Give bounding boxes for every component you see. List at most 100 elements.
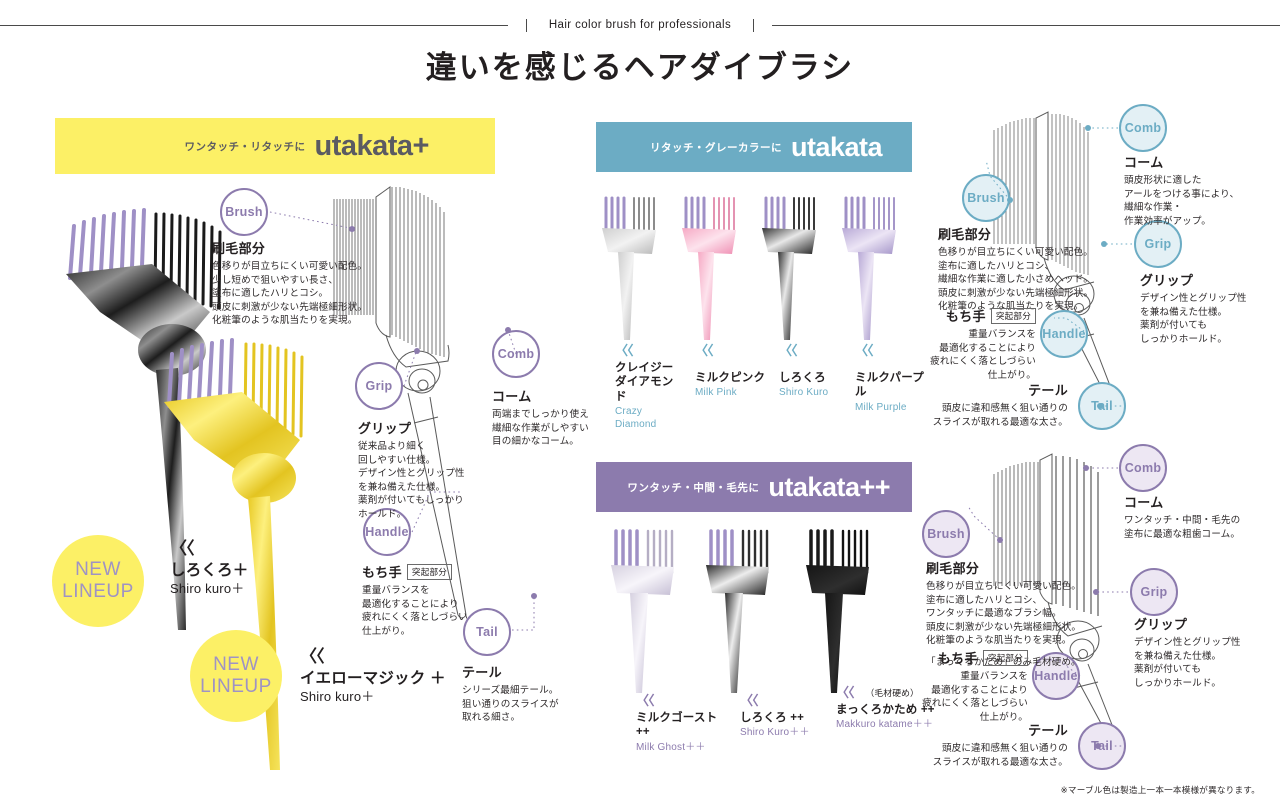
ribbon-tagline: Hair color brush for professionals <box>548 19 732 31</box>
caption-en: Milk Purple <box>855 401 907 413</box>
badge-brush-utakata[interactable]: Brush <box>962 174 1010 222</box>
product-caption-crazy-diamond: 〈〈 クレイジー ダイアモンド Crazy Diamond <box>615 344 685 431</box>
new-lineup-badge-2: NEW LINEUP <box>190 630 282 722</box>
annotation-body: 色移りが目立ちにくい可愛い配色。 少し短めで狙いやすい長さ、 塗布に適したハリと… <box>212 261 368 327</box>
caption-jp: ミルクゴースト ++ <box>636 712 718 739</box>
section-header-utakata-plus: ワンタッチ・リタッチに utakata+ <box>55 118 495 174</box>
annotation-body: デザイン性とグリップ性 を兼ね備えた仕様。 薬剤が付いても しっかりホールド。 <box>1140 293 1247 345</box>
caption-en: Milk Ghost＋＋ <box>636 741 706 753</box>
caption-note: （毛材硬め） <box>865 688 919 698</box>
product-caption-shiro-kuro-pp: 〈〈 しろくろ ++ Shiro Kuro＋＋ <box>740 694 826 739</box>
annotation-comb-utakata-plus: コーム 両端までしっかり使え 繊細な作業がしやすい 目の細かなコーム。 <box>492 386 642 449</box>
product-caption-milk-pink: 〈〈 ミルクピンク Milk Pink <box>695 344 769 399</box>
caption-en: Crazy Diamond <box>615 406 657 431</box>
caption-jp: イエローマジック ＋ <box>300 670 446 687</box>
badge-brush-utakata-plusplus[interactable]: Brush <box>922 510 970 558</box>
caption-jp: しろくろ＋ <box>170 562 249 579</box>
caption-jp: しろくろ <box>779 372 826 384</box>
badge-handle-utakata-plus[interactable]: Handle <box>363 508 411 556</box>
product-caption-milk-ghost: 〈〈 ミルクゴースト ++ Milk Ghost＋＋ <box>636 694 726 754</box>
annotation-tag: 突起部分 <box>990 308 1036 324</box>
section-logo-utakata-plus: utakata+ <box>314 129 430 162</box>
section-lead-utakata-plus: ワンタッチ・リタッチに <box>184 140 306 153</box>
annotation-body: ワンタッチ・中間・毛先の 塗布に最適な粗歯コーム。 <box>1124 515 1241 540</box>
annotation-body: シリーズ最細テール。 狙い通りのスライスが 取れる細さ。 <box>462 685 559 724</box>
caption-chevron: 〈〈 <box>855 343 874 358</box>
badge-handle-utakata[interactable]: Handle <box>1040 310 1088 358</box>
annotation-heading: グリップ <box>358 421 412 436</box>
annotation-body: 頭皮形状に適した アールをつける事により、 繊細な作業・ 作業効率がアップ。 <box>1124 175 1240 227</box>
annotation-heading: テール <box>1028 723 1068 738</box>
badge-tail-utakata-plus[interactable]: Tail <box>463 608 511 656</box>
caption-jp: まっくろかため ++ <box>836 704 935 716</box>
annotation-brush-utakata-plus: 刷毛部分 色移りが目立ちにくい可愛い配色。 少し短めで狙いやすい長さ、 塗布に適… <box>212 238 372 328</box>
ribbon-rule-right <box>772 24 1280 26</box>
annotation-heading: テール <box>462 665 502 680</box>
annotation-grip-utakata: グリップ デザイン性とグリップ性 を兼ね備えた仕様。 薬剤が付いても しっかりホ… <box>1140 270 1280 346</box>
badge-grip-utakata-plus[interactable]: Grip <box>355 362 403 410</box>
ribbon-tick-left <box>525 18 527 32</box>
annotation-brush-utakata: 刷毛部分 色移りが目立ちにくい可愛い配色。 塗布に適したハリとコシ、 繊細な作業… <box>938 224 1118 314</box>
annotation-heading: グリップ <box>1134 617 1188 632</box>
annotation-heading: もち手突起部分 <box>916 306 1036 325</box>
annotation-tag: 突起部分 <box>982 650 1028 666</box>
annotation-handle-utakata-plusplus: もち手突起部分 重量バランスを 最適化することにより 疲れにくく落としづらい 仕… <box>908 648 1028 724</box>
annotation-body: 色移りが目立ちにくい可愛い配色。 塗布に適したハリとコシ、 ワンタッチに最適なブ… <box>926 581 1082 647</box>
badge-brush-utakata-plus[interactable]: Brush <box>220 188 268 236</box>
product-caption-yellow-magic-plus: 〈〈 イエローマジック ＋ Shiro kuro＋ <box>300 648 446 706</box>
new-lineup-badge-1: NEW LINEUP <box>52 535 144 627</box>
caption-chevron: 〈〈 <box>836 685 854 700</box>
section-logo-utakata: utakata <box>790 131 883 162</box>
section-header-utakata-plusplus: ワンタッチ・中間・毛先に utakata++ <box>596 462 912 512</box>
caption-en: Milk Pink <box>695 387 737 399</box>
annotation-tail-utakata-plusplus: テール 頭皮に違和感無く狙い通りの スライスが取れる最適な太さ。 <box>928 720 1068 769</box>
caption-en: Shiro kuro＋ <box>300 689 375 705</box>
annotation-heading: 刷毛部分 <box>926 561 980 576</box>
ribbon-tick-right <box>753 18 755 32</box>
annotation-heading: グリップ <box>1140 273 1194 288</box>
caption-jp: ミルクパープル <box>855 372 924 399</box>
caption-chevron: 〈〈 <box>779 343 798 358</box>
annotation-heading: もち手突起部分 <box>908 648 1028 667</box>
annotation-handle-utakata-plus: もち手突起部分 重量バランスを 最適化することにより 疲れにくく落としづらい 仕… <box>362 562 522 638</box>
annotation-body: デザイン性とグリップ性 を兼ね備えた仕様。 薬剤が付いても しっかりホールド。 <box>1134 637 1241 689</box>
badge-tail-utakata[interactable]: Tail <box>1078 382 1126 430</box>
annotation-body: 重量バランスを 最適化することにより 疲れにくく落としづらい 仕上がり。 <box>930 329 1036 381</box>
section-lead-utakata-plusplus: ワンタッチ・中間・毛先に <box>627 481 760 494</box>
badge-comb-utakata-plus[interactable]: Comb <box>492 330 540 378</box>
annotation-comb-utakata-plusplus: コーム ワンタッチ・中間・毛先の 塗布に最適な粗歯コーム。 <box>1124 492 1274 541</box>
caption-chevron: 〈〈 <box>636 693 655 708</box>
badge-grip-utakata-plusplus[interactable]: Grip <box>1130 568 1178 616</box>
badge-tail-utakata-plusplus[interactable]: Tail <box>1078 722 1126 770</box>
utakata-product-photos <box>602 196 896 340</box>
product-caption-shiro-kuro-plus: 〈〈 しろくろ＋ Shiro kuro＋ <box>170 540 249 598</box>
ribbon-rule-left <box>0 24 508 26</box>
badge-comb-utakata[interactable]: Comb <box>1119 104 1167 152</box>
annotation-body: 従来品より細く 回しやすい仕様。 デザイン性とグリップ性 を兼ね備えた仕様。 薬… <box>358 441 465 521</box>
badge-comb-utakata-plusplus[interactable]: Comb <box>1119 444 1167 492</box>
annotation-extra: 「まっくろかため」のみ毛材硬め。 <box>926 657 1081 669</box>
annotation-grip-utakata-plusplus: グリップ デザイン性とグリップ性 を兼ね備えた仕様。 薬剤が付いても しっかりホ… <box>1134 614 1274 690</box>
caption-jp: しろくろ ++ <box>740 712 805 724</box>
annotation-tag: 突起部分 <box>406 564 453 580</box>
caption-chevron: 〈〈 <box>615 343 634 358</box>
badge-grip-utakata[interactable]: Grip <box>1134 220 1182 268</box>
caption-en: Shiro Kuro <box>779 387 829 399</box>
caption-jp: クレイジー ダイアモンド <box>615 362 674 403</box>
annotation-tail-utakata-plus: テール シリーズ最細テール。 狙い通りのスライスが 取れる細さ。 <box>462 662 612 725</box>
caption-chevron: 〈〈 <box>695 343 714 358</box>
annotation-body: 色移りが目立ちにくい可愛い配色。 塗布に適したハリとコシ、 繊細な作業に適した小… <box>938 247 1094 313</box>
annotation-heading: 刷毛部分 <box>212 241 266 256</box>
annotation-heading: 刷毛部分 <box>938 227 992 242</box>
annotation-body: 両端までしっかり使え 繊細な作業がしやすい 目の細かなコーム。 <box>492 409 589 448</box>
caption-chevron: 〈〈 <box>170 539 194 558</box>
product-caption-makkuro-katame: 〈〈 （毛材硬め） まっくろかため ++ Makkuro katame＋＋ <box>836 686 940 731</box>
annotation-body: 頭皮に違和感無く狙い通りの スライスが取れる最適な太さ。 <box>932 743 1068 768</box>
annotation-heading: コーム <box>1124 495 1164 510</box>
top-ribbon: Hair color brush for professionals <box>0 18 1280 32</box>
caption-jp: ミルクピンク <box>695 372 766 384</box>
annotation-body: 重量バランスを 最適化することにより 疲れにくく落としづらい 仕上がり。 <box>362 585 468 637</box>
utakata-plusplus-product-photos <box>611 529 869 693</box>
product-caption-milk-purple: 〈〈 ミルクパープル Milk Purple <box>855 344 935 414</box>
